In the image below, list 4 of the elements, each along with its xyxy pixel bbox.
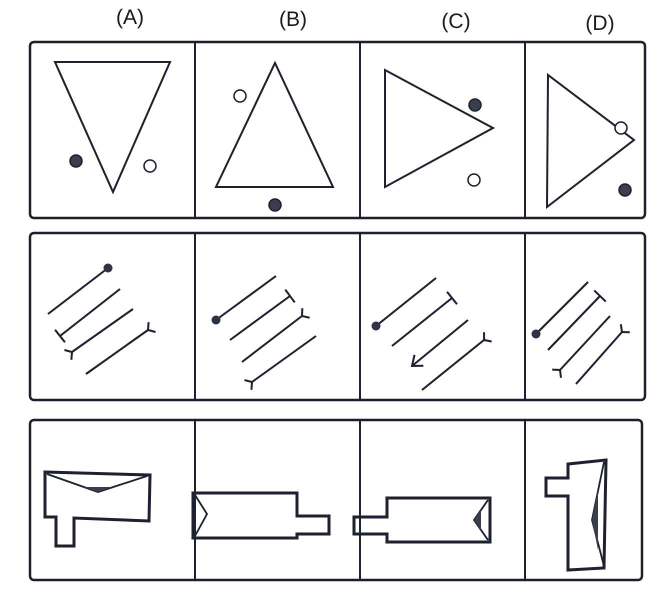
option-label: (C): [441, 10, 471, 34]
option-label: (A): [116, 6, 144, 30]
option-label: (D): [585, 12, 615, 36]
option-label: (B): [279, 8, 307, 32]
